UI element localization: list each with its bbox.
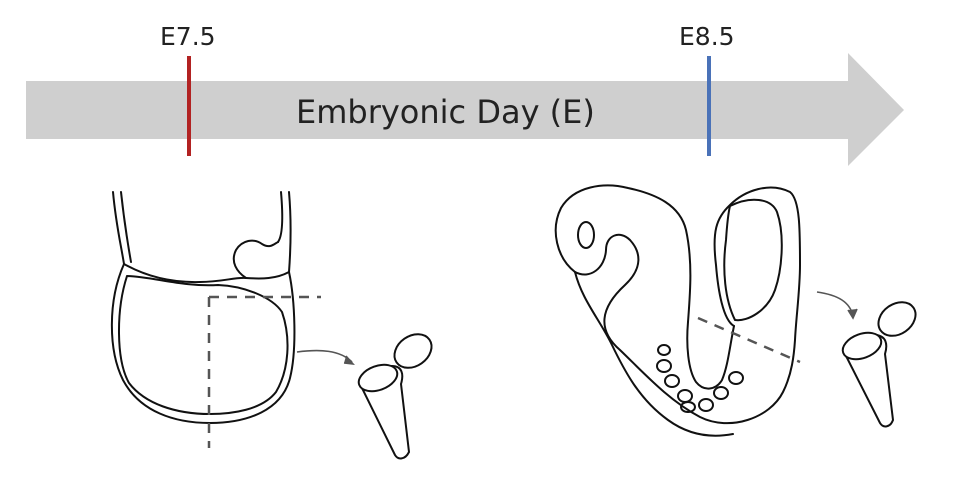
- embryo-e8-5: [554, 184, 801, 437]
- marker-label-e7-5: E7.5: [160, 22, 216, 51]
- cone-model-left: [357, 333, 433, 460]
- curved-arrow-right: [816, 291, 858, 320]
- curved-arrow-left: [296, 349, 355, 366]
- marker-label-e8-5: E8.5: [679, 22, 735, 51]
- timeline-arrow: [26, 53, 904, 166]
- section-lines-left: [207, 295, 321, 448]
- embryo-e7-5: [110, 191, 296, 424]
- cone-model-right: [841, 301, 917, 428]
- section-line-right: [697, 316, 801, 364]
- timeline-title: Embryonic Day (E): [296, 93, 595, 131]
